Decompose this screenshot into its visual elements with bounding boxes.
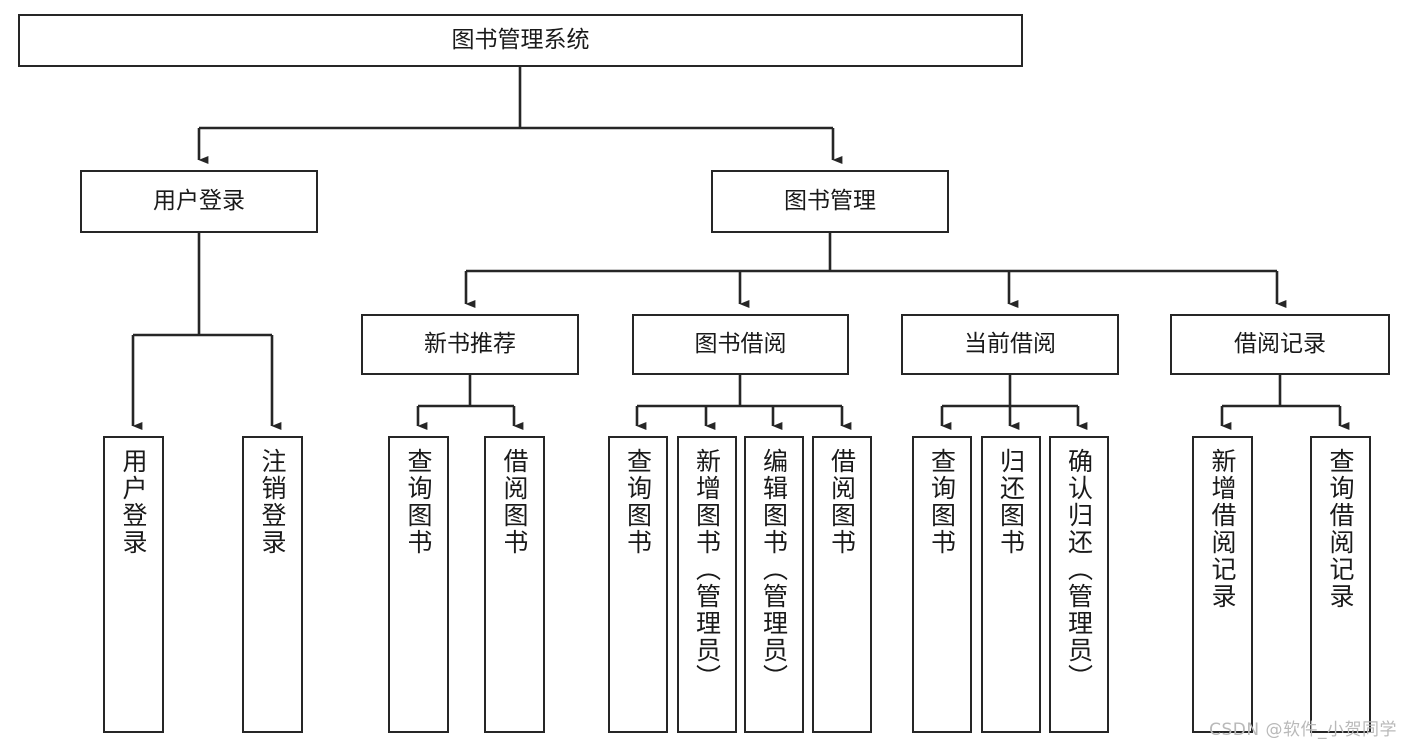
node-borrow-record[interactable]: 借阅记录 [1170, 314, 1390, 375]
node-book-borrow-label: 图书借阅 [694, 331, 787, 358]
node-user-login-label: 用户登录 [153, 188, 245, 215]
node-leaf-user-logout-label: 注销登录 [258, 448, 287, 556]
node-leaf-borrow-add-book[interactable]: 新增图书（管理员） [677, 436, 737, 733]
node-leaf-borrow-borrow-book[interactable]: 借阅图书 [812, 436, 872, 733]
node-leaf-rec-add-record[interactable]: 新增借阅记录 [1192, 436, 1253, 733]
node-leaf-rec-query-book[interactable]: 查询图书 [388, 436, 449, 733]
node-leaf-rec-add-record-label: 新增借阅记录 [1208, 448, 1237, 610]
node-new-book-rec[interactable]: 新书推荐 [361, 314, 579, 375]
node-book-manage[interactable]: 图书管理 [711, 170, 949, 233]
node-book-borrow[interactable]: 图书借阅 [632, 314, 849, 375]
node-leaf-rec-query-book-label: 查询图书 [404, 448, 433, 556]
node-leaf-borrow-add-book-label: 新增图书（管理员） [692, 448, 722, 691]
node-leaf-rec-borrow-book[interactable]: 借阅图书 [484, 436, 545, 733]
node-leaf-user-logout[interactable]: 注销登录 [242, 436, 303, 733]
node-leaf-borrow-query-book-label: 查询图书 [623, 448, 653, 556]
node-leaf-borrow-query-book[interactable]: 查询图书 [608, 436, 668, 733]
node-leaf-cur-return-book[interactable]: 归还图书 [981, 436, 1041, 733]
node-leaf-borrow-edit-book[interactable]: 编辑图书（管理员） [744, 436, 804, 733]
node-current-borrow[interactable]: 当前借阅 [901, 314, 1119, 375]
node-new-book-rec-label: 新书推荐 [424, 331, 516, 358]
node-leaf-user-login-label: 用户登录 [119, 448, 148, 556]
node-book-manage-label: 图书管理 [784, 188, 876, 215]
node-leaf-rec-borrow-book-label: 借阅图书 [500, 448, 529, 556]
node-user-login[interactable]: 用户登录 [80, 170, 318, 233]
node-leaf-rec-query-record[interactable]: 查询借阅记录 [1310, 436, 1371, 733]
node-leaf-cur-confirm-return-label: 确认归还（管理员） [1064, 448, 1094, 691]
node-leaf-borrow-edit-book-label: 编辑图书（管理员） [759, 448, 789, 691]
node-borrow-record-label: 借阅记录 [1234, 331, 1326, 358]
node-leaf-cur-return-book-label: 归还图书 [996, 448, 1026, 556]
node-leaf-cur-query-book[interactable]: 查询图书 [912, 436, 972, 733]
node-current-borrow-label: 当前借阅 [964, 331, 1056, 358]
node-leaf-cur-confirm-return[interactable]: 确认归还（管理员） [1049, 436, 1109, 733]
node-leaf-borrow-borrow-book-label: 借阅图书 [827, 448, 857, 556]
node-leaf-cur-query-book-label: 查询图书 [927, 448, 957, 556]
node-root[interactable]: 图书管理系统 [18, 14, 1023, 67]
node-root-label: 图书管理系统 [451, 27, 590, 54]
node-leaf-user-login[interactable]: 用户登录 [103, 436, 164, 733]
node-leaf-rec-query-record-label: 查询借阅记录 [1326, 448, 1355, 610]
